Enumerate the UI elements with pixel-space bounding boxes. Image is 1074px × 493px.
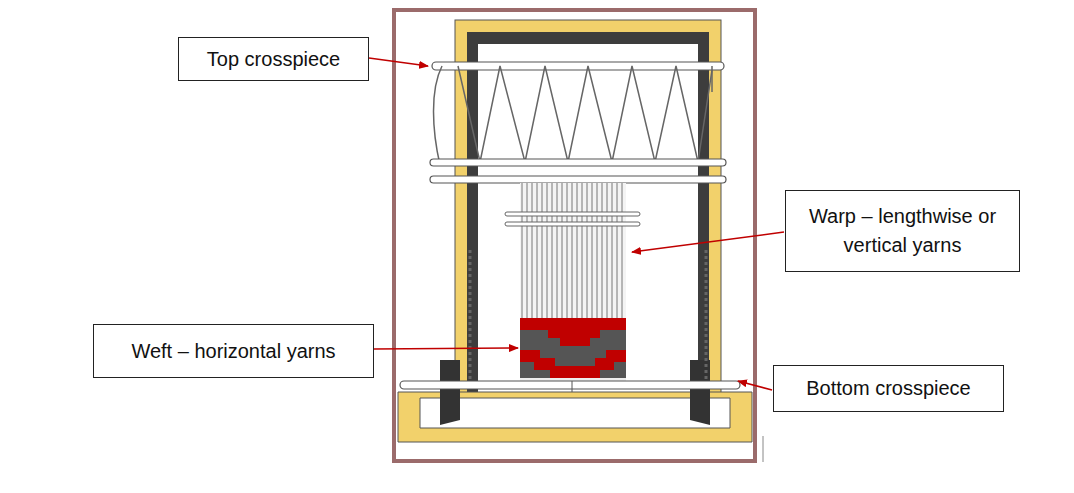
callout-box: Weft – horizontal yarns (93, 324, 374, 378)
leader-arrow (632, 232, 784, 252)
leader-arrow (369, 58, 428, 66)
callout-label: Warp – lengthwise or vertical yarns (796, 202, 1009, 260)
leader-arrow (738, 381, 772, 390)
callout-box: Bottom crosspiece (773, 365, 1004, 412)
callout-box: Top crosspiece (178, 37, 369, 81)
callout-label: Bottom crosspiece (806, 374, 971, 403)
callout-label: Top crosspiece (207, 45, 340, 74)
callout-label: Weft – horizontal yarns (131, 337, 335, 366)
leader-arrow (374, 348, 518, 349)
callout-box: Warp – lengthwise or vertical yarns (785, 190, 1020, 272)
